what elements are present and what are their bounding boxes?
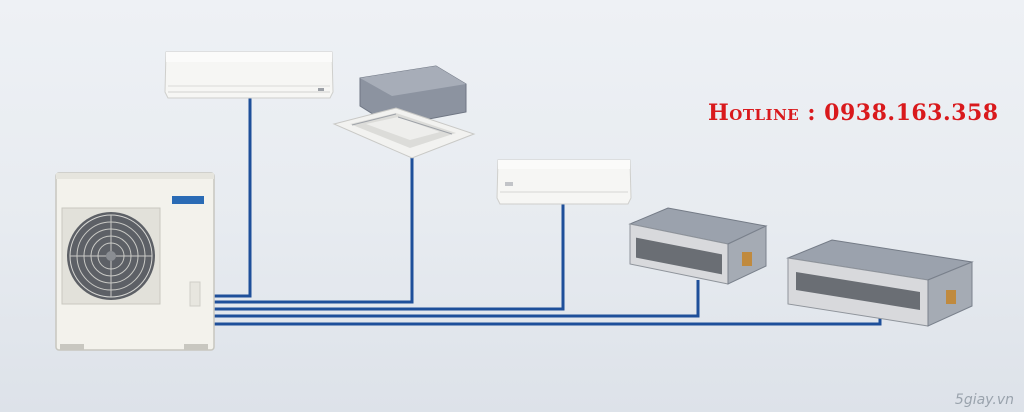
pipe-to-wall-unit-small [214,204,565,311]
hotline-label: Hotline : [708,100,817,126]
outdoor-condenser-unit [55,172,215,351]
wall-mounted-unit-large [164,51,334,99]
pipe-to-duct-unit-2 [214,312,882,326]
pipe-to-cassette [214,156,414,304]
concealed-duct-unit-1 [628,207,768,285]
hotline-number: 0938.163.358 [816,100,999,126]
pipe-to-duct-unit-1 [214,280,700,318]
refrigerant-pipes [214,98,882,326]
watermark: 5giay.vn [954,392,1014,408]
wall-mounted-unit-small [496,159,632,205]
pipe-to-wall-unit-large [214,98,252,298]
ceiling-cassette-unit [332,65,476,159]
concealed-duct-unit-2 [786,239,974,327]
hotline-text: Hotline : 0938.163.358 [708,100,999,126]
